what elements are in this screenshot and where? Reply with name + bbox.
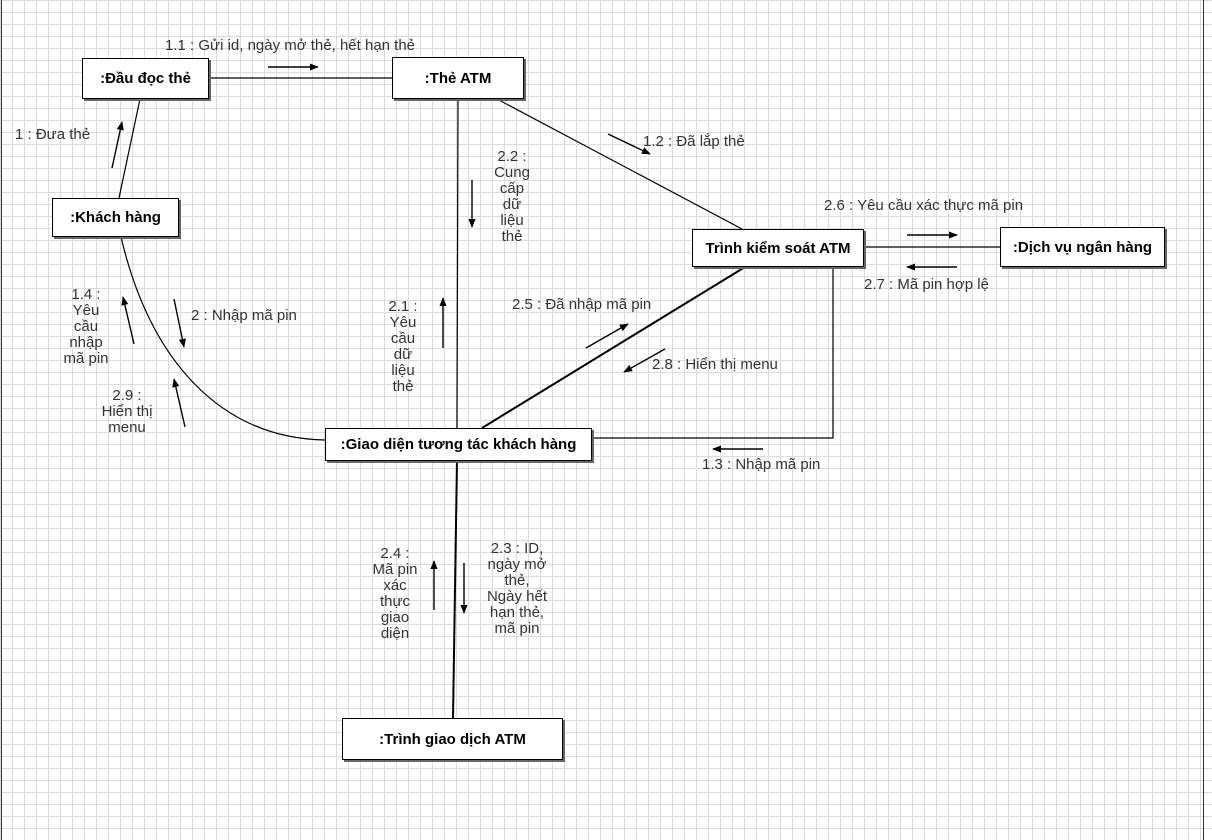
message-2-1-line: cầu: [390, 330, 416, 347]
message-1-4-line: 1.4 :: [71, 286, 101, 303]
message-2-3-label: 2.3 : ID, ngày mở thẻ, Ngày hết hạn thẻ,…: [478, 541, 556, 637]
message-2-1-line: liệu: [391, 362, 415, 379]
message-1-4-line: mã pin: [63, 350, 109, 367]
message-2-9-line: Hiển thị: [101, 403, 153, 420]
message-2-4-line: 2.4 :: [380, 545, 410, 562]
message-2-4-line: giao: [380, 609, 410, 626]
message-1-4-line: Yêu: [72, 302, 100, 319]
message-2-4-label: 2.4 : Mã pin xác thực giao diện: [364, 546, 426, 642]
message-1-1-label: 1.1 : Gửi id, ngày mở thẻ, hết hạn thẻ: [165, 37, 416, 54]
message-2-2-line: Cung: [494, 164, 530, 181]
arrow-1-2: [607, 133, 651, 155]
message-2-2-line: 2.2 :: [497, 148, 527, 165]
message-2-1-line: thẻ: [392, 378, 414, 395]
message-2-7-label: 2.7 : Mã pin hợp lệ: [864, 276, 989, 293]
arrow-2-9: [172, 378, 186, 428]
message-2-3-line: Ngày hết: [486, 588, 548, 605]
canvas-left-border: [1, 0, 2, 840]
object-card-reader[interactable]: :Đầu đọc thẻ: [82, 58, 209, 99]
message-1-2-label: 1.2 : Đã lắp thẻ: [643, 133, 745, 150]
link-card-controller: [496, 98, 743, 230]
arrow-1: [111, 121, 124, 169]
message-2-2-line: thẻ: [501, 228, 523, 245]
link-controller-ui: [481, 266, 746, 429]
link-controller-ui-right: [591, 267, 834, 439]
message-2-1-line: dữ: [393, 346, 413, 363]
arrow-2-5: [585, 323, 629, 349]
object-atm-transaction[interactable]: :Trình giao dịch ATM: [342, 718, 563, 760]
message-2-5-label: 2.5 : Đã nhập mã pin: [512, 296, 652, 313]
message-2-9-label: 2.9 : Hiển thị menu: [94, 388, 160, 436]
message-2-8-label: 2.8 : Hiển thị menu: [652, 356, 778, 373]
link-ui-transaction: [452, 459, 458, 719]
message-2-3-line: hạn thẻ,: [489, 604, 545, 621]
canvas-right-border: [1203, 0, 1204, 840]
message-2-4-line: xác: [383, 577, 407, 594]
message-2-3-line: mã pin: [494, 620, 540, 637]
message-1-4-label: 1.4 : Yêu cầu nhập mã pin: [56, 287, 116, 367]
message-2-label: 2 : Nhập mã pin: [191, 307, 297, 324]
object-customer-ui[interactable]: :Giao diện tương tác khách hàng: [325, 428, 592, 461]
link-reader-customer: [118, 98, 141, 199]
arrow-2: [173, 298, 186, 348]
object-bank-service[interactable]: :Dịch vụ ngân hàng: [1000, 227, 1165, 267]
link-card-ui: [456, 98, 459, 429]
message-2-9-line: menu: [108, 419, 146, 436]
message-1-label: 1 : Đưa thẻ: [15, 126, 91, 143]
object-customer[interactable]: :Khách hàng: [52, 198, 179, 237]
arrow-1-4: [121, 296, 135, 345]
message-2-9-line: 2.9 :: [112, 387, 142, 404]
message-2-2-line: liệu: [500, 212, 524, 229]
message-2-4-line: thực: [379, 593, 411, 610]
message-2-2-label: 2.2 : Cung cấp dữ liệu thẻ: [486, 149, 538, 245]
message-2-4-line: diện: [380, 625, 410, 642]
message-1-4-line: cầu: [73, 318, 99, 335]
message-2-2-line: cấp: [499, 180, 525, 197]
message-2-1-label: 2.1 : Yêu cầu dữ liệu thẻ: [380, 299, 426, 395]
link-customer-ui: [120, 236, 326, 441]
object-atm-controller[interactable]: Trình kiểm soát ATM: [692, 229, 864, 267]
object-atm-card[interactable]: :Thẻ ATM: [392, 57, 524, 99]
message-2-6-label: 2.6 : Yêu cầu xác thực mã pin: [824, 197, 1024, 214]
message-2-3-line: ngày mở: [487, 556, 547, 573]
message-2-4-line: Mã pin: [372, 561, 418, 578]
arrow-2-8: [623, 348, 666, 373]
message-2-1-line: Yêu: [389, 314, 417, 331]
message-1-3-label: 1.3 : Nhập mã pin: [702, 456, 821, 473]
message-2-3-line: 2.3 : ID,: [490, 540, 544, 557]
message-2-3-line: thẻ,: [504, 572, 530, 589]
message-2-1-line: 2.1 :: [388, 298, 418, 315]
message-2-2-line: dữ: [502, 196, 522, 213]
message-1-4-line: nhập: [69, 334, 103, 351]
